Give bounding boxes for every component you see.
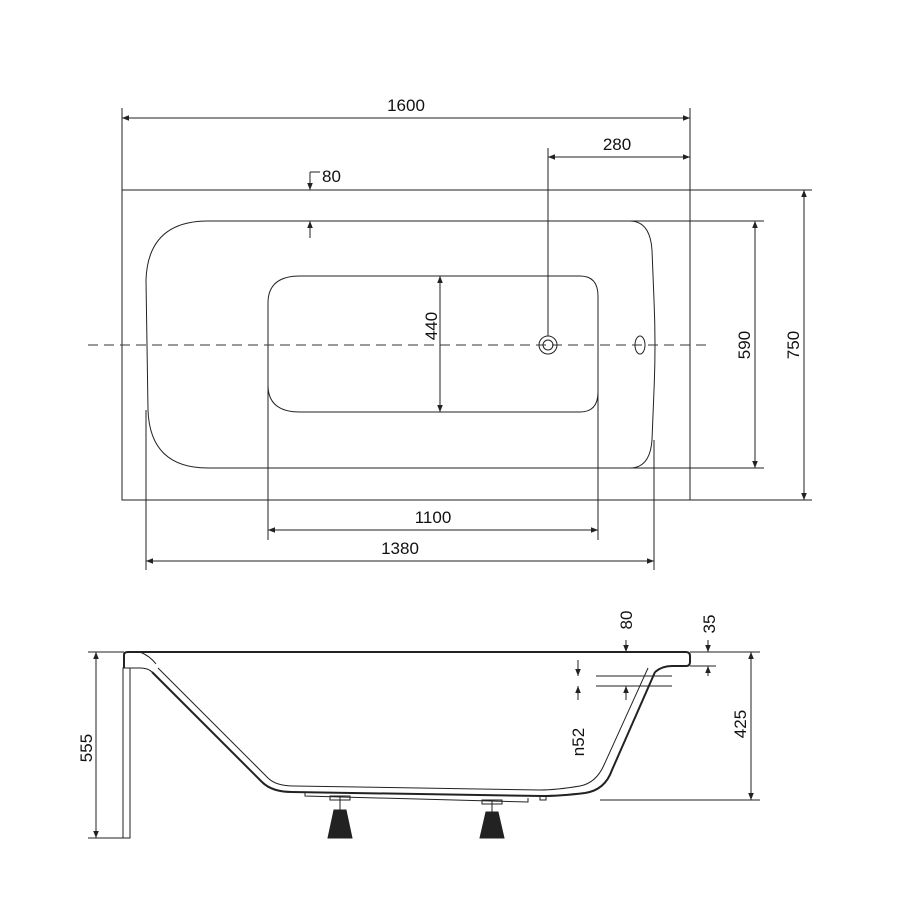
dim-inner-length: 1380 [381, 539, 419, 558]
tub-rim-profile [123, 651, 691, 673]
dim-overall-length: 1600 [387, 96, 425, 115]
dim-panel-height: 555 [77, 734, 96, 762]
leg-left [327, 795, 353, 839]
dim-inner-width: 590 [735, 331, 754, 359]
dim-bottom-width: 440 [422, 312, 441, 340]
dim-bottom-length: 1100 [415, 508, 452, 527]
dim-overflow-height: n52 [569, 728, 588, 756]
dim-overall-width: 750 [784, 331, 803, 359]
tub-inner-basin [145, 220, 656, 469]
plan-view: 1600 280 80 440 590 750 1100 1380 [88, 96, 812, 570]
dim-drain-offset: 280 [603, 135, 631, 154]
dim-rim-width: 80 [322, 167, 341, 186]
front-panel [122, 667, 131, 839]
leg-right [479, 799, 505, 839]
section-view: 80 35 n52 555 425 [77, 611, 760, 839]
support-frame [304, 792, 529, 803]
dim-rim-thickness: 35 [700, 615, 719, 634]
drain-inner [542, 339, 554, 351]
tub-basin-profile [151, 671, 656, 798]
tub-bottom-area [267, 275, 599, 413]
dim-rim-offset: 80 [617, 611, 636, 630]
overflow-hole [634, 335, 646, 355]
dim-depth: 425 [731, 710, 750, 738]
